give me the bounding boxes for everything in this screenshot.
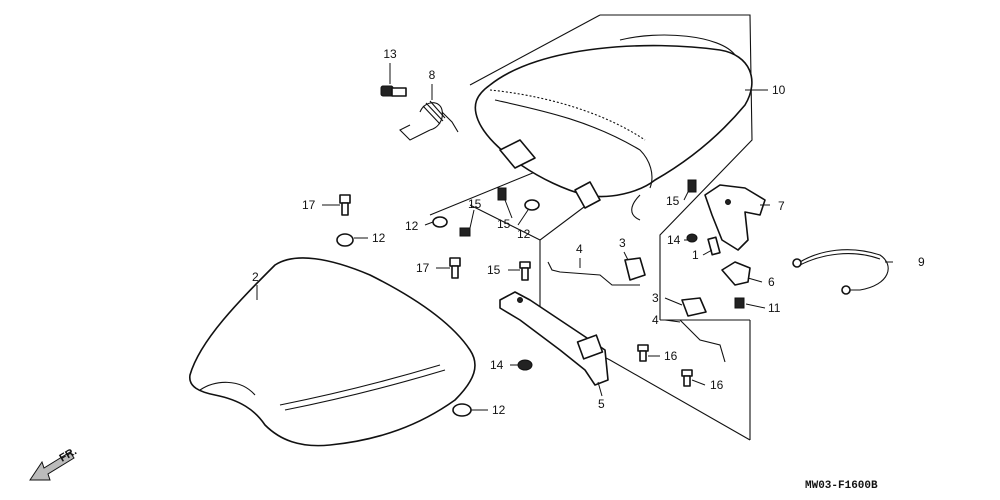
callout-15-d: 15 <box>666 194 680 208</box>
callout-13: 13 <box>383 47 397 61</box>
diagram-code: MW03-F1600B <box>805 480 878 492</box>
callout-14-right: 14 <box>667 233 681 247</box>
seat-bracket <box>499 291 609 386</box>
callout-11: 11 <box>768 301 781 315</box>
callout-7: 7 <box>778 199 785 213</box>
holder-upper <box>547 257 646 286</box>
front-seat <box>189 257 476 447</box>
callout-5: 5 <box>598 397 605 411</box>
callout-4-upper: 4 <box>576 242 583 256</box>
direction-label: FR. <box>58 445 79 464</box>
callout-12-center: 12 <box>405 219 419 233</box>
callout-labels: 13 8 10 17 12 12 15 15 12 17 15 4 3 15 7… <box>252 47 925 417</box>
seat-spring <box>399 100 459 141</box>
callout-9: 9 <box>918 255 925 269</box>
leader-lines <box>256 63 893 411</box>
callout-3-upper: 3 <box>619 236 626 250</box>
callout-1: 1 <box>692 248 699 262</box>
seat-cable <box>792 249 889 295</box>
callout-14-left: 14 <box>490 358 504 372</box>
callout-4-lower: 4 <box>652 313 659 327</box>
plate-6 <box>721 261 751 286</box>
callout-10: 10 <box>772 83 786 97</box>
callout-15-b: 15 <box>497 217 511 231</box>
callout-15-a: 15 <box>468 197 482 211</box>
callout-12-left: 12 <box>372 231 386 245</box>
callout-12-bottom: 12 <box>492 403 506 417</box>
front-direction-indicator: FR. <box>29 445 79 481</box>
callout-16-lower: 16 <box>710 378 724 392</box>
helmet-holder-bracket <box>704 184 766 251</box>
callout-17-lower: 17 <box>416 261 430 275</box>
holder-lower <box>679 297 726 363</box>
callout-16-upper: 16 <box>664 349 678 363</box>
callout-12-right: 12 <box>517 227 531 241</box>
callout-15-c: 15 <box>487 263 501 277</box>
callout-3-lower: 3 <box>652 291 659 305</box>
rear-seat-cowl <box>474 34 753 221</box>
callout-6: 6 <box>768 275 775 289</box>
lock-cylinder <box>707 236 721 256</box>
bolt-13 <box>380 85 407 97</box>
direction-arrow-icon <box>29 451 75 481</box>
callout-2: 2 <box>252 270 259 284</box>
callout-17-upper: 17 <box>302 198 316 212</box>
callout-8: 8 <box>429 68 436 82</box>
